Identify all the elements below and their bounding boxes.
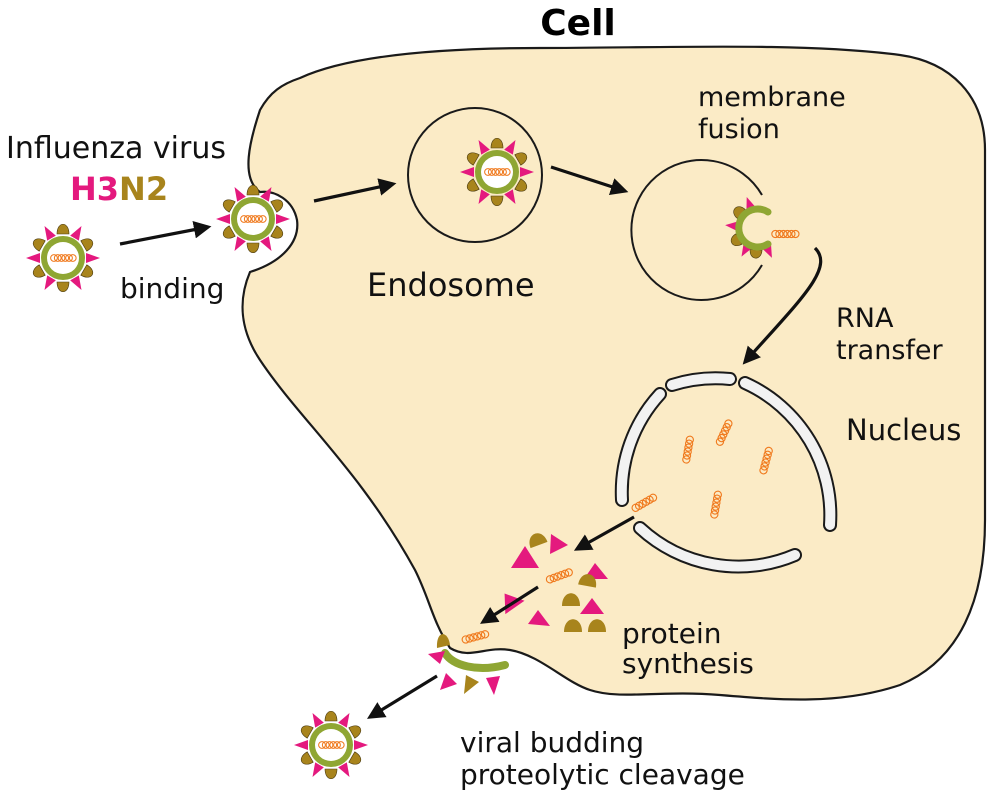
diagram-title: Cell bbox=[540, 3, 616, 44]
nucleus bbox=[614, 371, 838, 574]
arrow-to-budding bbox=[480, 585, 539, 624]
arrow-to-endosome bbox=[313, 178, 397, 203]
endosome-label: Endosome bbox=[367, 266, 535, 304]
membrane-fusion-label-1: membrane bbox=[698, 82, 846, 113]
virus-name-label: Influenza virus bbox=[6, 131, 226, 166]
arrow-release bbox=[366, 674, 438, 719]
budding-virus bbox=[428, 634, 509, 695]
fusion-vesicle bbox=[630, 159, 763, 301]
arrow-rna-transfer bbox=[742, 246, 823, 365]
membrane-fusion-label-2: fusion bbox=[698, 114, 780, 145]
fusing-virus bbox=[725, 196, 772, 259]
released-virion bbox=[294, 710, 368, 779]
arrow-to-fusion bbox=[550, 165, 629, 196]
subtype-n: N2 bbox=[119, 170, 168, 208]
protein-synthesis-label-1: protein bbox=[622, 617, 722, 650]
synthesized-proteins bbox=[504, 533, 608, 632]
arrow-to-synthesis bbox=[573, 515, 635, 551]
incoming-virion bbox=[26, 223, 100, 292]
cell-membrane bbox=[241, 45, 987, 701]
proteolytic-cleavage-label: proteolytic cleavage bbox=[460, 758, 745, 791]
rna-transfer-label-2: transfer bbox=[836, 335, 944, 366]
protein-synthesis-label-2: synthesis bbox=[622, 647, 754, 680]
subtype-h: H3 bbox=[70, 170, 119, 208]
virus-subtype-label: H3N2 bbox=[70, 170, 168, 208]
viral-budding-label: viral budding bbox=[460, 726, 644, 759]
binding-label: binding bbox=[120, 272, 224, 305]
nucleus-label: Nucleus bbox=[846, 413, 961, 447]
pathway-arrows bbox=[119, 165, 823, 719]
arrow-binding bbox=[119, 221, 212, 246]
endosome bbox=[407, 107, 543, 243]
rna-transfer-label-1: RNA bbox=[836, 303, 894, 334]
